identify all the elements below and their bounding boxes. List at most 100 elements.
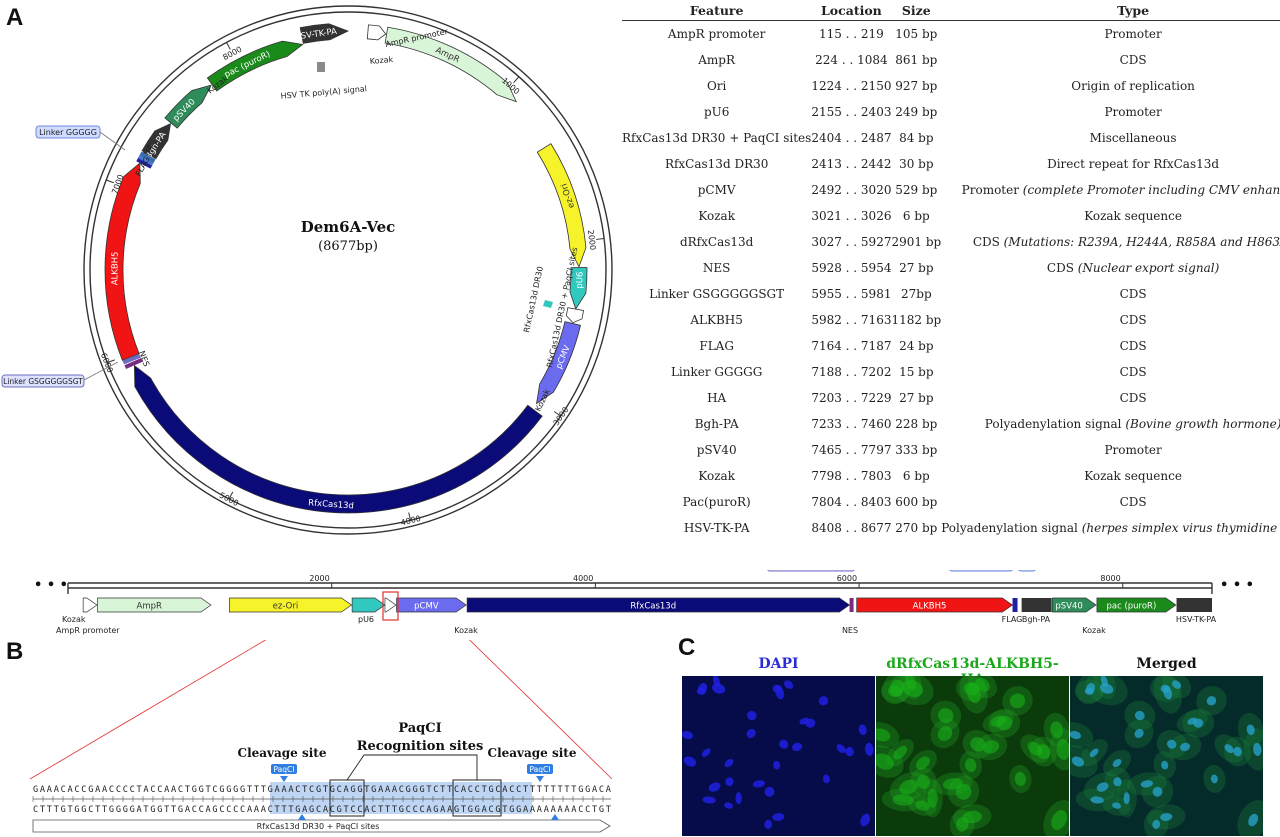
location-cell: 5955 . . 5981 [811, 287, 892, 301]
size-cell: 1182 bp [891, 313, 942, 327]
cell-nucleus [1027, 741, 1043, 756]
linear-tick-label: 4000 [573, 574, 593, 583]
linear-ellipsis-left: • • • [34, 578, 68, 593]
cell-nucleus [836, 744, 846, 754]
size-cell: 249 bp [895, 105, 938, 119]
cell-nucleus [893, 745, 908, 760]
location-cell: 7164 . . 7187 [811, 339, 892, 353]
cell-nucleus [1224, 744, 1234, 754]
cell-nucleus [1160, 684, 1171, 693]
feature-arc-pac-puror- [206, 40, 304, 92]
feature-arc-ampr [384, 26, 517, 103]
cell-nucleus [892, 794, 914, 806]
plasmid-size: (8677bp) [318, 239, 378, 254]
linear-tick-label: 2000 [309, 574, 329, 583]
feature-cell: pU6 [703, 105, 730, 119]
cell-nucleus [1051, 810, 1068, 831]
zoom-line-right [469, 640, 613, 780]
col-type: Type [941, 0, 1280, 21]
cell-nucleus [708, 782, 721, 792]
cell-nucleus [764, 786, 775, 797]
location-cell: 3027 . . 5927 [811, 235, 892, 249]
cell-nucleus [1123, 792, 1130, 805]
location-cell: 7798 . . 7803 [811, 469, 892, 483]
map-tick [408, 512, 412, 521]
feature-cell: ALKBH5 [690, 313, 743, 327]
cell-nucleus [818, 696, 829, 706]
type-cell: CDS [941, 281, 1280, 307]
plasmid-map: AmpRez-OripU6pCMVRfxCas13dALKBH5Bgh-PApS… [1, 5, 613, 535]
linear-psv40 [1051, 597, 1097, 613]
size-cell: 2901 bp [891, 235, 942, 249]
size-cell: 270 bp [895, 521, 938, 535]
size-cell: 27 bp [899, 261, 934, 275]
linear-label-amp-promoter: AmpR promoter [56, 626, 120, 635]
cell-nucleus [1134, 710, 1145, 721]
type-text: Promoter [1104, 105, 1162, 119]
enzyme-tag-left-arrow [280, 776, 288, 782]
cell-nucleus [772, 684, 783, 693]
location-cell: 5928 . . 5954 [811, 261, 892, 275]
cell-nucleus [1210, 774, 1218, 784]
feature-cell: pCMV [697, 183, 736, 197]
cell-nucleus [701, 748, 711, 757]
cell-nucleus [1152, 786, 1163, 797]
type-cell: CDS (Mutations: R239A, H244A, R858A and … [941, 229, 1280, 255]
type-text: Polyadenylation signal [941, 521, 1078, 535]
type-text: Kozak sequence [1084, 209, 1182, 223]
col-feature: Feature [622, 0, 812, 21]
type-text: Kozak sequence [1084, 469, 1182, 483]
size-cell: 6 bp [902, 469, 930, 483]
cell-nucleus [858, 724, 867, 736]
feature-cell: RfxCas13d DR30 [664, 157, 769, 171]
cell-nucleus [764, 819, 773, 829]
micro-image-dapi [682, 676, 875, 836]
backbone-inner [89, 11, 607, 529]
cell-nucleus [1233, 746, 1242, 757]
map-tick [228, 491, 234, 500]
location-cell: 2413 . . 2442 [811, 157, 892, 171]
cell-nucleus [1089, 748, 1099, 757]
feature-arc-ez-ori [536, 143, 587, 268]
cell-nucleus [683, 756, 697, 767]
cell-nucleus [773, 760, 781, 770]
cell-nucleus [876, 728, 891, 742]
type-text: CDS [1046, 261, 1074, 275]
feature-arc-pcmv [535, 321, 581, 405]
type-cell: Kozak sequence [941, 463, 1280, 489]
cell-nucleus [1071, 756, 1085, 767]
cell-nucleus [696, 687, 706, 695]
type-text: Direct repeat for RfxCas13d [1047, 157, 1220, 171]
cell-nucleus [1096, 782, 1109, 792]
type-cell: Promoter [941, 21, 1280, 48]
type-cell: Polyadenylation signal (Bovine growth ho… [941, 411, 1280, 437]
cell-nucleus [1253, 742, 1262, 757]
cell-nucleus [772, 813, 785, 821]
location-cell: 2404 . . 2487 [811, 131, 892, 145]
location-cell: 115 . . 219 [818, 27, 884, 41]
feature-cell: Ori [706, 79, 727, 93]
enzyme-tag-left-label: PaqCI [274, 765, 295, 774]
location-cell: 2155 . . 2403 [811, 105, 892, 119]
type-cell: CDS [941, 47, 1280, 73]
linear-label-box-ha [1018, 570, 1036, 572]
feature-label-rfxcas13d: RfxCas13d [308, 498, 354, 511]
cell-nucleus [1050, 721, 1064, 739]
label-nes: NES [137, 350, 151, 368]
linear-label-box-gsg [767, 570, 855, 572]
location-cell: 7465 . . 7797 [811, 443, 892, 457]
location-cell: 2492 . . 3020 [811, 183, 892, 197]
plasmid-name: Dem6A-Vec [301, 218, 396, 236]
feature-cell: AmpR [698, 53, 736, 67]
feature-cell: Linker GGGGG [670, 365, 763, 379]
cell-nucleus [888, 685, 903, 698]
cell-nucleus [975, 677, 990, 692]
size-cell: 228 bp [895, 417, 938, 431]
enzyme-tag-left [271, 764, 297, 774]
type-note: (Mutations: R239A, H244A, R858A and H863… [999, 235, 1280, 249]
